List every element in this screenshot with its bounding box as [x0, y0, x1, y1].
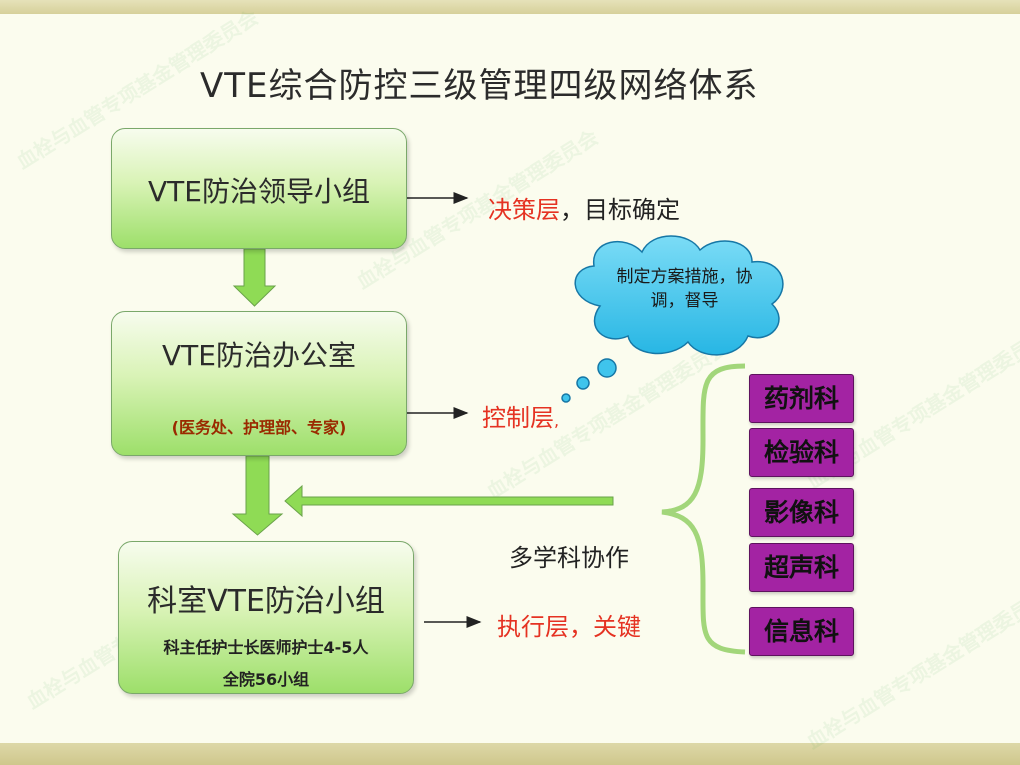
department-group-box: 科室VTE防治小组 科主任护士长医师护士4-5人 全院56小组	[118, 541, 414, 694]
cloud-shape	[574, 235, 784, 356]
box-subtitle: (医务处、护理部、专家)	[171, 418, 347, 437]
collaboration-label: 多学科协作	[509, 544, 629, 572]
cloud-text: 制定方案措施，协调，督导	[616, 267, 753, 311]
bottom-band	[0, 743, 1020, 765]
down-arrow-2	[231, 455, 284, 536]
box-subtitle-line: 全院56小组	[222, 670, 310, 689]
thought-bubble	[561, 393, 571, 403]
top-band	[0, 0, 1020, 14]
left-arrow	[284, 484, 614, 518]
page-title: VTE综合防控三级管理四级网络体系	[200, 66, 759, 106]
box-subtitle-line: 科主任护士长医师护士4-5人	[163, 638, 369, 657]
thought-bubble	[576, 376, 590, 390]
down-arrow-1	[232, 248, 277, 307]
control-layer-label: 控制层,	[482, 404, 560, 432]
decision-layer-label: 决策层，目标确定	[488, 196, 680, 224]
dept-ultrasound: 超声科	[749, 543, 854, 592]
box-title: 科室VTE防治小组	[147, 584, 385, 619]
leadership-group-box: VTE防治领导小组	[111, 128, 407, 249]
box-title: VTE防治领导小组	[148, 175, 370, 208]
office-box: VTE防治办公室 (医务处、护理部、专家)	[111, 311, 407, 456]
dept-laboratory: 检验科	[749, 428, 854, 477]
brace	[661, 363, 746, 655]
dept-pharmacy: 药剂科	[749, 374, 854, 423]
box-subtitle: 科主任护士长医师护士4-5人 全院56小组	[119, 632, 413, 696]
thought-bubble	[597, 358, 617, 378]
dept-imaging: 影像科	[749, 488, 854, 537]
box-title: VTE防治办公室	[162, 339, 356, 372]
execution-layer-label: 执行层，关键	[497, 613, 641, 641]
dept-information: 信息科	[749, 607, 854, 656]
